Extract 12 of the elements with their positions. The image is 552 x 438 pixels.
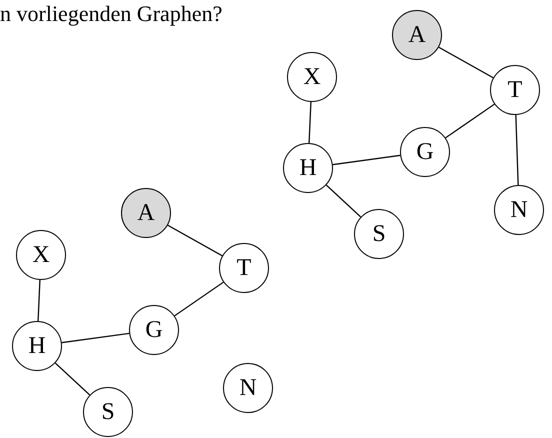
- edge-line: [445, 104, 495, 138]
- edge-line: [54, 362, 90, 396]
- edge-line: [62, 332, 130, 344]
- edge-line: [332, 154, 400, 166]
- edge-line: [515, 114, 519, 186]
- edge-line: [326, 184, 362, 218]
- edge-line: [38, 280, 40, 322]
- edge-line: [174, 282, 224, 316]
- edge-line: [438, 46, 494, 78]
- question-text: n vorliegenden Graphen?: [0, 1, 222, 27]
- edge-line: [308, 102, 312, 144]
- edge-line: [168, 224, 222, 256]
